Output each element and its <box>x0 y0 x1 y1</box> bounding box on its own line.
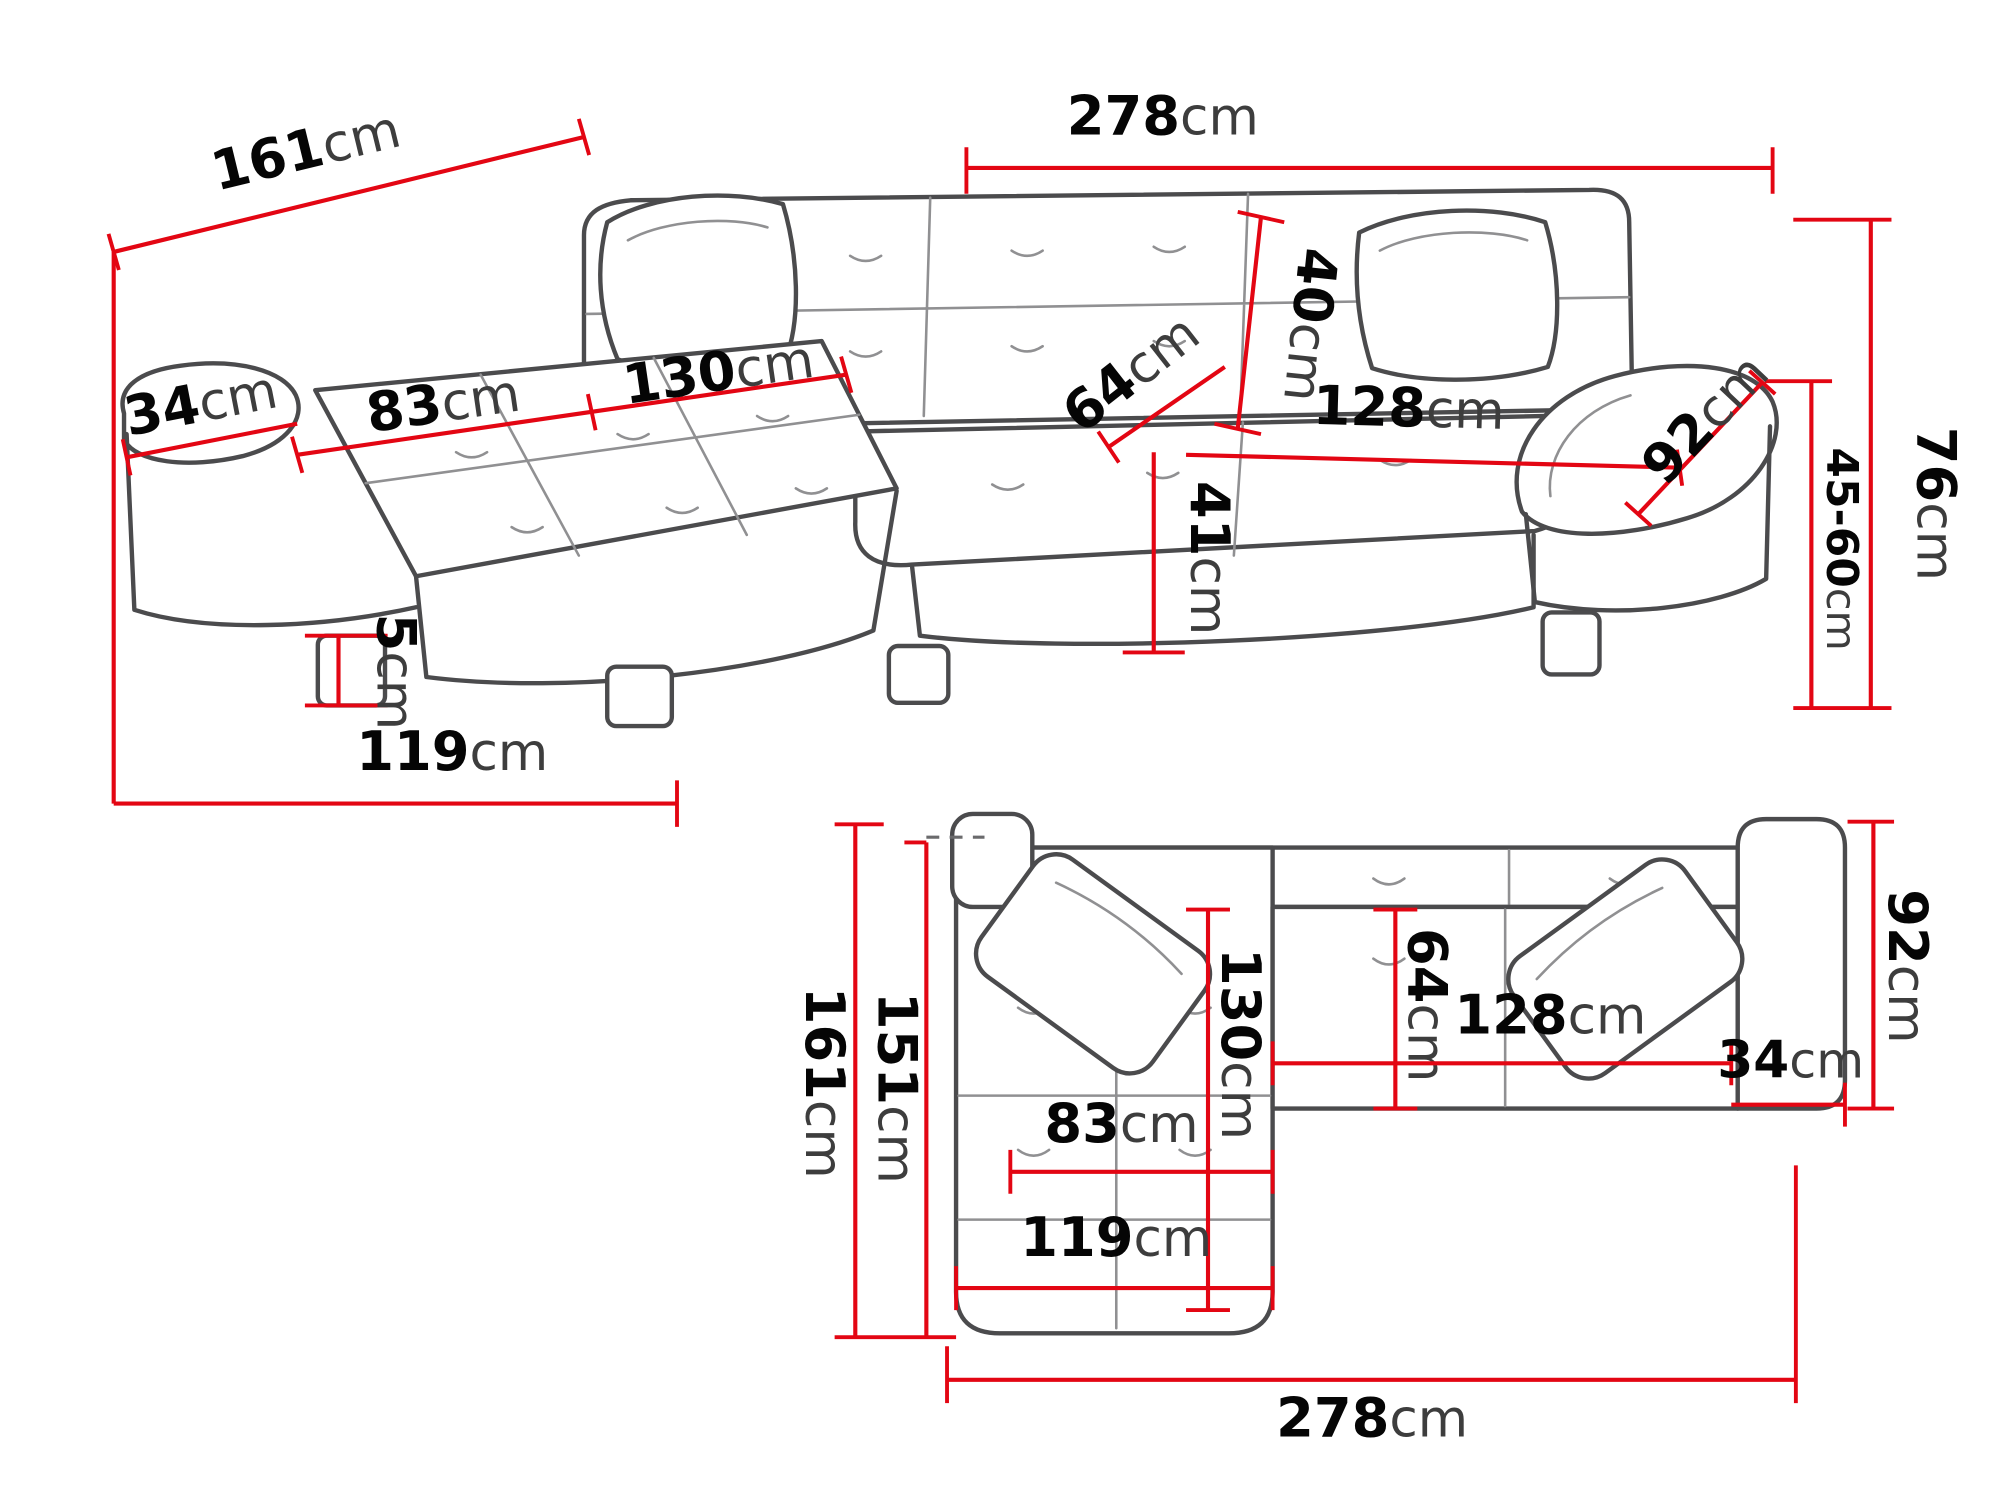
pillow-outline <box>1506 857 1745 1081</box>
dim-plan-depth: 161cm <box>793 822 957 1340</box>
tick <box>1214 421 1262 437</box>
dim-front-backrest-height: 40cm <box>1214 209 1350 437</box>
tick <box>290 436 305 474</box>
tick <box>106 233 121 271</box>
tick <box>839 356 854 394</box>
dim-line <box>1185 452 1680 470</box>
plan-left-armrest <box>950 811 1035 910</box>
dim-front-total-height-label: 76cm <box>1904 427 1967 581</box>
tick <box>585 393 598 431</box>
tick <box>120 438 133 476</box>
sofa-right-pillow-fold <box>1378 231 1529 252</box>
sofa-left-arm-body <box>124 431 419 628</box>
dim-front-chaise-depth-label: 119cm <box>356 720 548 783</box>
dim-plan-seat-depth-label: 64cm <box>1395 928 1458 1082</box>
sofa-seat-seam <box>1232 421 1245 557</box>
dim-plan-inner-depth: 151cm <box>866 840 929 1338</box>
tick <box>1748 369 1777 396</box>
tick <box>1237 209 1285 225</box>
dim-plan-chaise-width: 83cm <box>1008 1092 1275 1194</box>
dim-plan-armrest-width-label: 34cm <box>1717 1031 1864 1091</box>
dim-plan-seat-width-label: 128cm <box>1454 984 1646 1047</box>
dim-front-leg-height-label: 5cm <box>364 614 427 730</box>
dim-front-width-label: 278cm <box>1067 84 1259 147</box>
dim-plan-inner-depth-label: 151cm <box>866 992 929 1184</box>
sofa-left-pillow-fold <box>626 219 769 242</box>
dim-front-chaise-length-label: 130cm <box>619 327 818 417</box>
plan-right-armrest <box>1735 816 1848 1111</box>
sofa-right-armrest-fold <box>1548 394 1632 498</box>
dim-plan-chaise-width-label: 83cm <box>1044 1092 1198 1155</box>
top-dimensions: 161cm 151cm 130cm 64cm <box>793 819 1939 1450</box>
dim-plan-width: 278cm <box>945 1165 1798 1450</box>
sofa-backrest-tufts <box>848 245 1187 358</box>
sofa-leg <box>886 643 951 706</box>
dim-front-depth: 161cm <box>106 100 592 271</box>
plan-right-pillow <box>1506 857 1745 1081</box>
pillow-fold <box>1054 881 1183 976</box>
pillow-outline <box>973 852 1213 1076</box>
dim-front-chaise-depth: 119cm <box>113 720 679 827</box>
dim-plan-chaise-length: 130cm <box>1186 907 1272 1313</box>
tick <box>1624 501 1653 528</box>
dim-plan-seat-depth: 64cm <box>1373 907 1458 1111</box>
sofa-leg <box>1540 610 1602 677</box>
top-view: 161cm 151cm 130cm 64cm <box>793 811 1939 1450</box>
dim-plan-chaise-depth: 119cm <box>954 1206 1275 1311</box>
dim-line <box>1636 381 1764 516</box>
dim-front-seat-depth: 64cm <box>1051 303 1226 464</box>
dim-front-armrest-width: 34cm <box>119 357 298 476</box>
dim-front-chaise-line: 83cm 130cm <box>290 327 854 474</box>
sofa-chaise-seams <box>364 356 861 557</box>
sofa-right-armrest <box>1514 363 1779 536</box>
front-dimensions: 161cm 278cm 76cm 45-60cm <box>106 84 1967 827</box>
dim-plan-armrest-width: 34cm <box>1717 1031 1864 1127</box>
dim-front-width: 278cm <box>964 84 1775 194</box>
dim-plan-seat-width: 128cm <box>1270 984 1734 1086</box>
dim-plan-chaise-length-label: 130cm <box>1209 948 1272 1140</box>
dim-front-front-height-label: 41cm <box>1178 481 1241 635</box>
tick <box>1096 430 1121 464</box>
dim-front-chaise-width-label: 83cm <box>362 361 524 446</box>
dim-plan-chaise-depth-label: 119cm <box>1020 1206 1212 1269</box>
dim-front-seat-width: 128cm <box>1185 374 1685 487</box>
sofa-left-armrest <box>120 361 301 465</box>
dim-plan-width-label: 278cm <box>1276 1387 1468 1450</box>
dim-front-seat-width-label: 128cm <box>1312 374 1506 442</box>
sofa-leg <box>605 664 675 729</box>
dim-front-backrest-height-label: 40cm <box>1271 245 1350 405</box>
sofa-right-arm-body <box>1523 424 1773 613</box>
plan-left-pillow <box>973 852 1213 1076</box>
dim-front-armrest-width-label: 34cm <box>119 357 282 448</box>
tick <box>576 118 592 156</box>
dim-line <box>126 421 298 460</box>
dim-line <box>1235 216 1264 430</box>
dim-line <box>113 134 585 254</box>
front-view: 161cm 278cm 76cm 45-60cm <box>106 84 1967 827</box>
dim-front-seat-height: 45-60cm <box>1764 379 1867 709</box>
dim-plan-armrest-length: 92cm <box>1847 819 1939 1111</box>
sofa-right-pillow <box>1354 208 1560 382</box>
dim-line <box>296 372 847 457</box>
top-sofa-drawing <box>926 811 1848 1336</box>
plan-chaise-tufts <box>1016 1006 1212 1157</box>
dim-plan-depth-label: 161cm <box>793 987 856 1179</box>
dim-plan-armrest-length-label: 92cm <box>1876 889 1939 1043</box>
dim-front-seat-height-label: 45-60cm <box>1816 447 1867 650</box>
sofa-chaise-tufts <box>454 414 829 534</box>
dim-front-front-height: 41cm <box>1122 452 1241 655</box>
dim-line <box>1107 365 1226 449</box>
pillow-fold <box>1535 886 1664 981</box>
sofa-front-base <box>909 532 1536 647</box>
dim-front-leg-height: 5cm <box>304 614 427 730</box>
